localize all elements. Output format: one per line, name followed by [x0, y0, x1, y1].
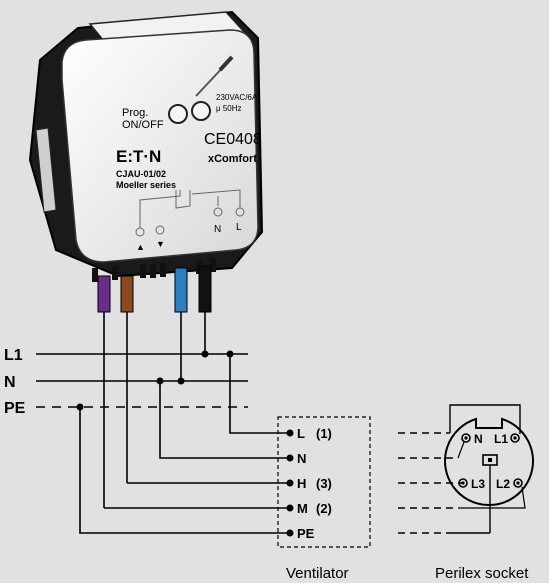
brand-logo: E:T·N [116, 147, 161, 166]
rating-label: 230VAC/6A [216, 93, 258, 102]
onoff-label: ON/OFF [122, 119, 164, 131]
vent-terminal-pe: PE [297, 526, 315, 541]
black-lead [198, 265, 212, 313]
onoff-button [191, 101, 211, 121]
terminal-l-label: L [236, 222, 242, 233]
prog-label: Prog. [122, 107, 148, 119]
pin-l2-label: L2 [496, 477, 510, 491]
device-leads [97, 265, 212, 313]
screwdriver-icon [195, 55, 234, 97]
junction-dots [76, 350, 234, 411]
vent-terminal-m-num: (2) [316, 501, 332, 516]
pin-l1-label: L1 [494, 432, 508, 446]
brown-lead [120, 275, 134, 313]
vent-terminal-l: L [297, 426, 305, 441]
prog-button [168, 104, 188, 124]
perilex-socket: N L1 L3 L2 [398, 404, 534, 534]
vent-terminal-m: M [297, 501, 308, 516]
arrow-up-marker: ▲ [136, 242, 145, 252]
arrow-down-marker: ▼ [156, 239, 165, 249]
n-label: N [4, 374, 16, 391]
socket-caption: Perilex socket [435, 565, 529, 582]
l1-label: L1 [4, 347, 23, 364]
product-name: xComfort [208, 153, 257, 165]
ce-mark: CE0408 [204, 131, 262, 148]
vent-terminal-l-num: (1) [316, 426, 332, 441]
series-label: Moeller series [116, 180, 176, 190]
pin-n-label: N [474, 432, 483, 446]
wiring-lines [36, 312, 290, 534]
purple-lead [97, 275, 111, 313]
device-side-flap [35, 127, 57, 213]
frequency-label: μ 50Hz [216, 104, 242, 113]
vent-terminal-n: N [297, 451, 306, 466]
device-front-face [61, 29, 259, 263]
pe-label: PE [4, 400, 26, 417]
vent-terminal-h-num: (3) [316, 476, 332, 491]
ventilator-caption: Ventilator [286, 565, 349, 582]
pin-l3-label: L3 [471, 477, 485, 491]
device-schematic [135, 189, 245, 237]
vent-terminal-h: H [297, 476, 306, 491]
blue-lead [174, 267, 188, 313]
terminal-n-label: N [214, 224, 221, 235]
model-label: CJAU-01/02 [116, 169, 166, 179]
actuator-device: Prog. ON/OFF 230VAC/6A μ 50Hz E:T·N CE04… [28, 10, 264, 282]
ventilator-box: L (1) N H (3) M (2) PE [277, 416, 371, 548]
